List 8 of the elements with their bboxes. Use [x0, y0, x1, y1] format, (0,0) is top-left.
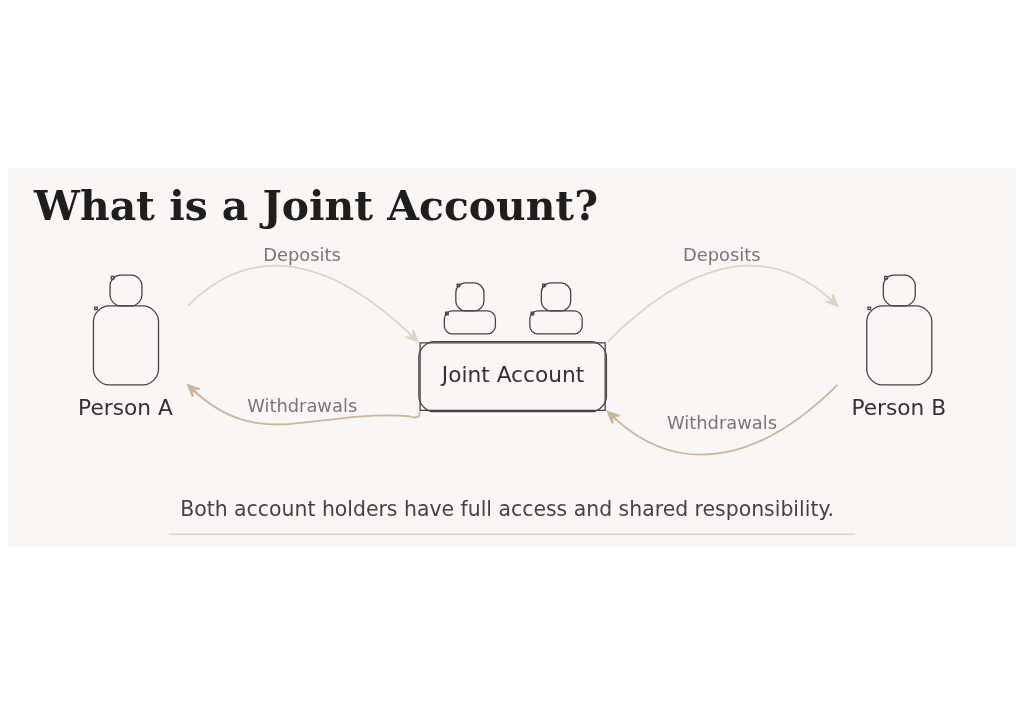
edge-label: Deposits — [683, 243, 761, 265]
edge-label: Withdrawals — [247, 394, 358, 416]
caption: Both account holders have full access and shared responsibility. — [180, 496, 835, 521]
node-label: Person B — [851, 394, 947, 420]
edge-label: Withdrawals — [667, 411, 778, 433]
node-label: Person A — [78, 394, 173, 420]
diagram-title: What is a Joint Account? — [34, 181, 599, 230]
edge-label: Deposits — [263, 243, 341, 265]
